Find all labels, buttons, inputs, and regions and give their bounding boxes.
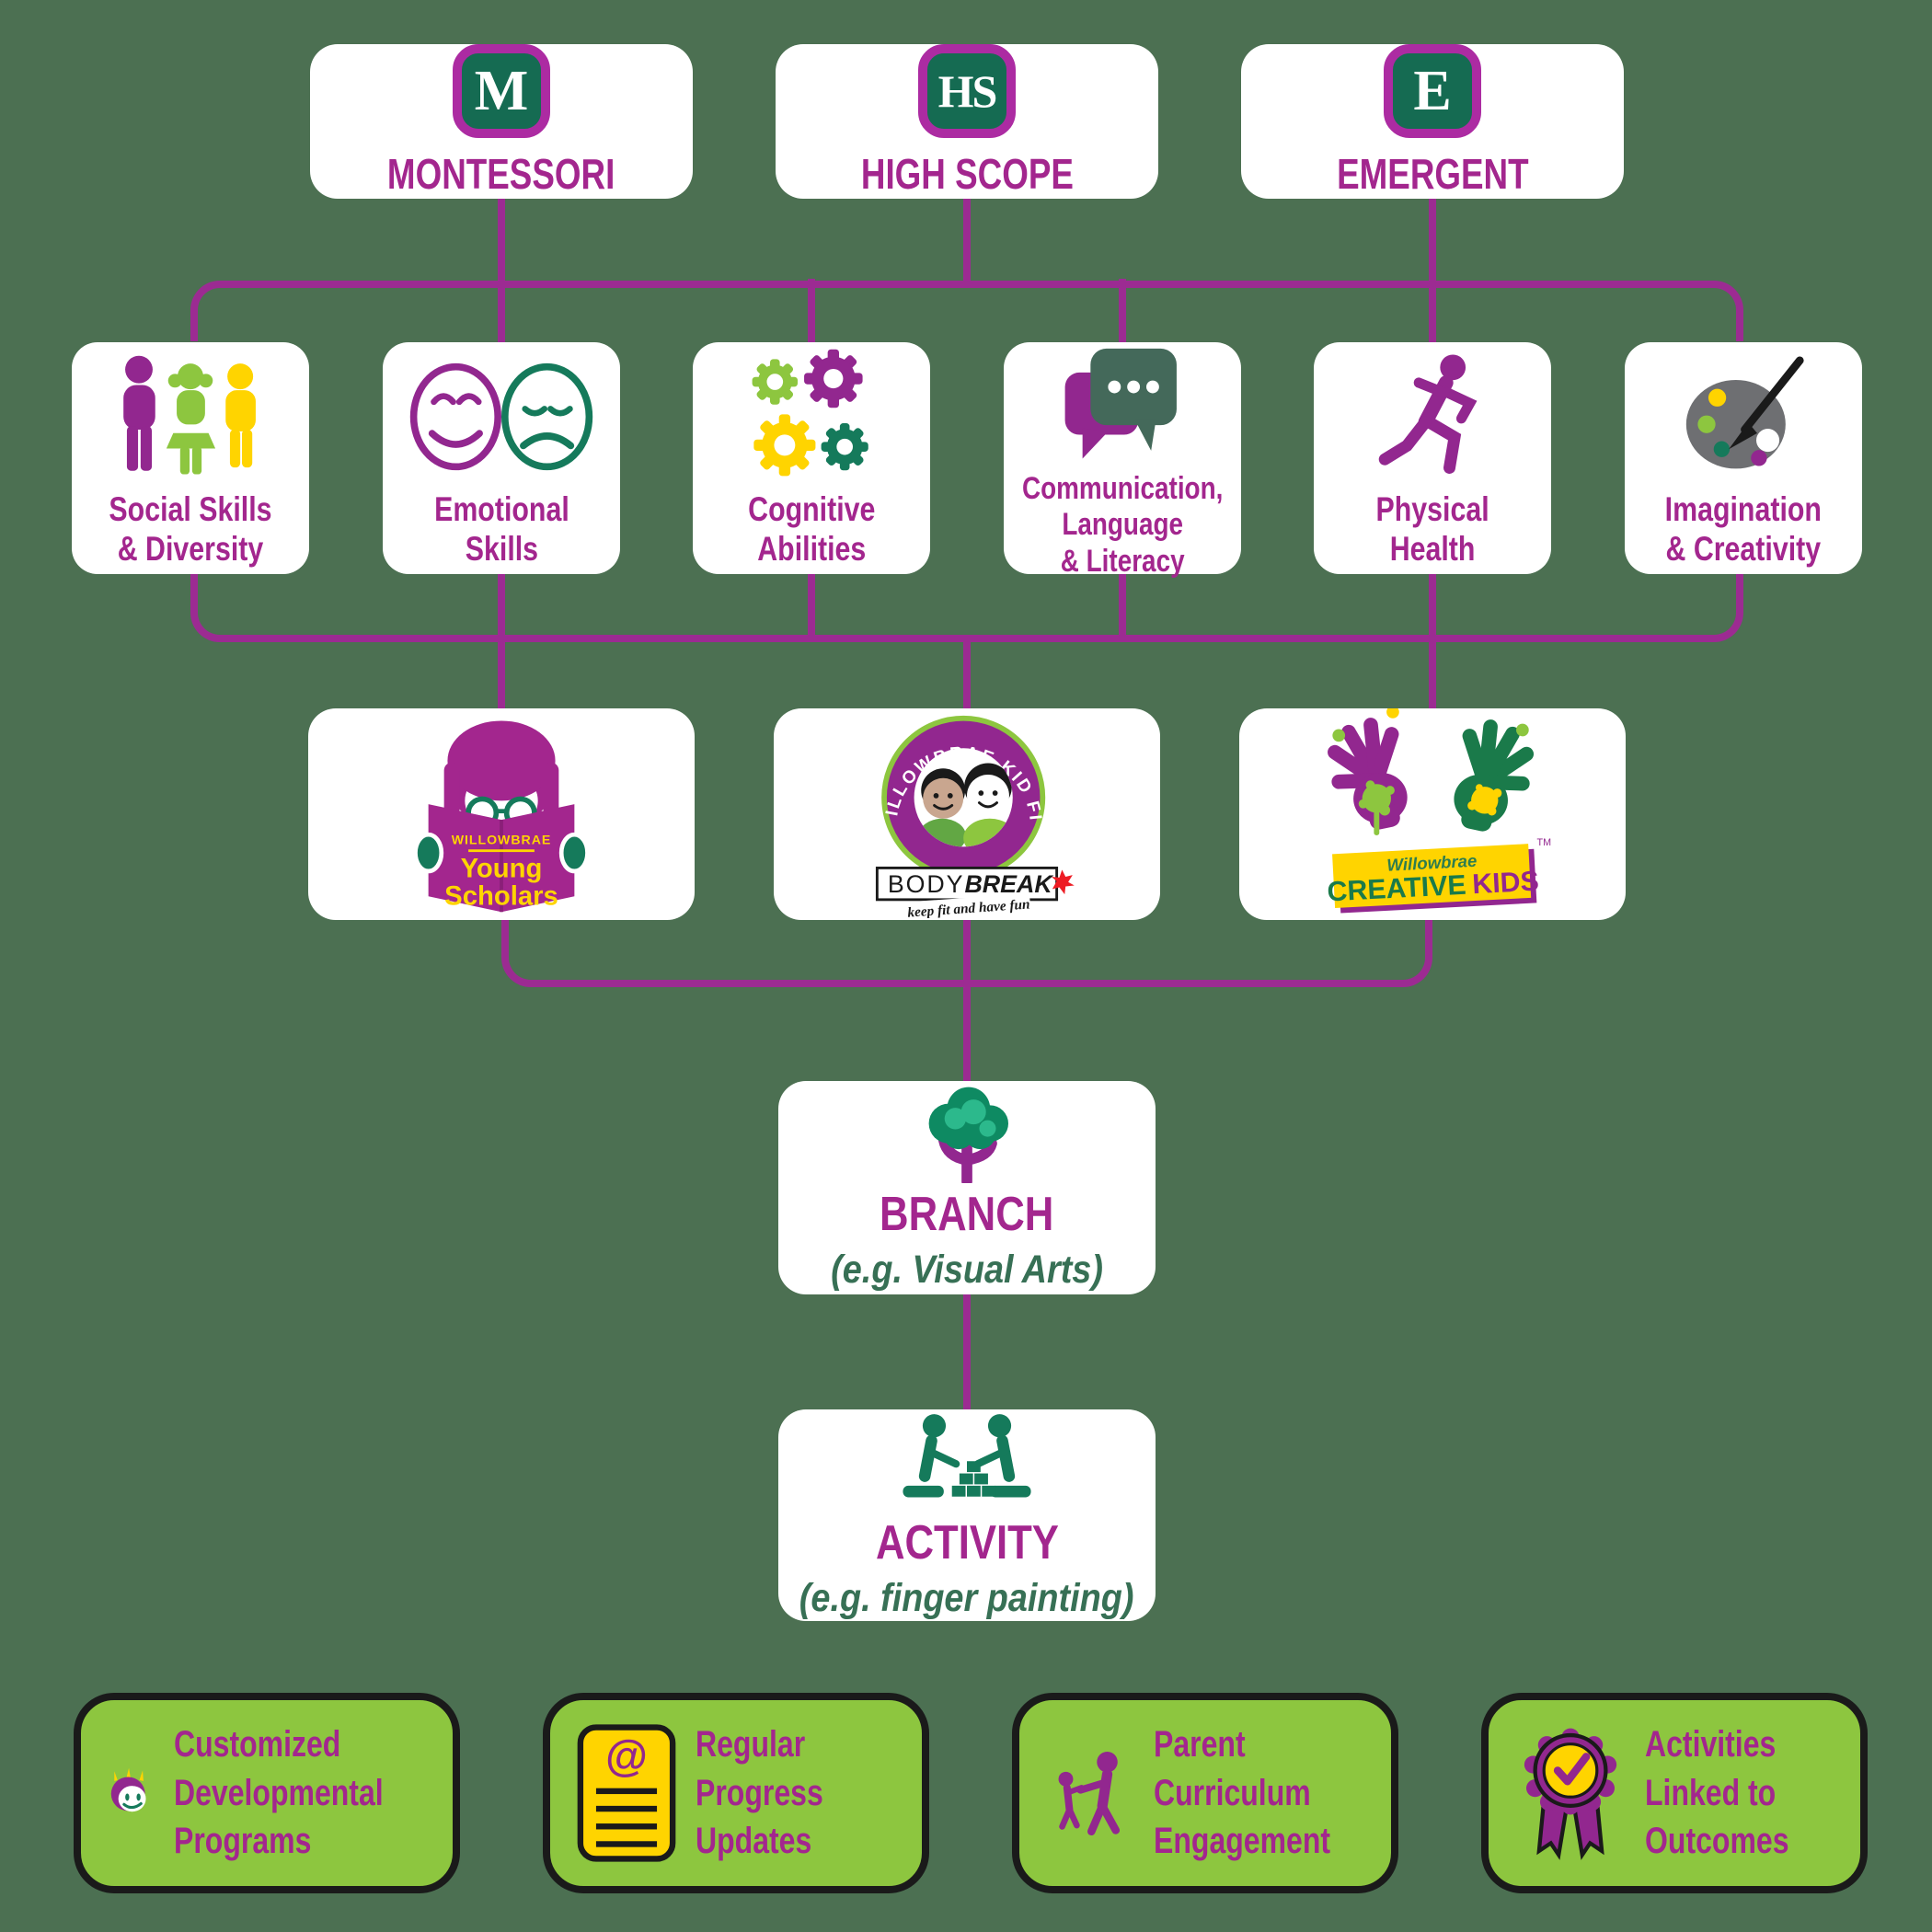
domain-box-imagination: Imagination & Creativity	[1625, 342, 1862, 574]
connector-line	[808, 279, 815, 345]
domain-label: Emotional Skills	[433, 490, 569, 568]
runner-icon	[1373, 352, 1492, 481]
faces-icon	[405, 352, 598, 481]
domain-box-social-skills: Social Skills & Diversity	[72, 342, 309, 574]
activity-example: (e.g. finger painting)	[799, 1576, 1134, 1620]
activity-title: ACTIVITY	[875, 1516, 1059, 1570]
connector-line	[808, 570, 815, 642]
children-icon	[112, 352, 269, 481]
branch-title: BRANCH	[880, 1187, 1054, 1241]
badge-letter: E	[1413, 60, 1452, 122]
domain-label: Imagination & Creativity	[1664, 490, 1823, 568]
domain-label: Social Skills & Diversity	[109, 490, 272, 568]
young-scholars-logo-art: WILLOWBRAE Young Scholars	[413, 720, 590, 913]
emergent-badge-icon: E	[1384, 44, 1481, 138]
connector-line	[1119, 570, 1126, 642]
benefit-label: Parent Curriculum Engagement	[1153, 1723, 1330, 1862]
benefit-label: Activities Linked to Outcomes	[1645, 1723, 1789, 1862]
bodybreak-title-b: BREAK	[964, 870, 1053, 898]
gears-icon	[742, 349, 880, 481]
svg-text:BODYBREAK: BODYBREAK	[888, 870, 1054, 898]
connector-bus-programs	[190, 281, 1743, 341]
program-box-emergent: E EMERGENT	[1241, 44, 1624, 199]
domain-label: Physical Health	[1375, 490, 1489, 568]
program-label: EMERGENT	[1336, 150, 1529, 198]
program-label: HIGH SCOPE	[860, 150, 1074, 198]
branch-example: (e.g. Visual Arts)	[831, 1247, 1103, 1292]
creative-kids-title-b: KIDS	[1472, 867, 1540, 901]
badge-letter: M	[474, 60, 529, 122]
connector-line	[1429, 570, 1436, 710]
palette-icon	[1677, 352, 1811, 481]
at-symbol: @	[605, 1731, 648, 1779]
trademark-text: TM	[1537, 837, 1552, 848]
benefit-box-customized-programs: Customized Developmental Programs	[74, 1693, 460, 1893]
tree-icon	[928, 1087, 1008, 1183]
young-scholars-title-2: Scholars	[444, 881, 558, 912]
connector-line	[963, 637, 971, 712]
domain-box-communication: Communication, Language & Literacy	[1004, 342, 1241, 579]
award-ribbon-icon	[1524, 1728, 1617, 1860]
progress-report-icon: @	[577, 1724, 676, 1862]
bodybreak-logo: WILLOWBRAE KID FIT BODYBREAK	[774, 708, 1160, 920]
benefit-box-outcomes: Activities Linked to Outcomes	[1481, 1693, 1868, 1893]
young-scholars-brand-text: WILLOWBRAE	[452, 834, 552, 848]
domain-box-cognitive-abilities: Cognitive Abilities	[693, 342, 930, 574]
domain-box-emotional-skills: Emotional Skills	[383, 342, 620, 574]
parent-child-icon	[1058, 1751, 1121, 1836]
montessori-badge-icon: M	[453, 44, 550, 138]
young-scholars-title-1: Young	[461, 853, 543, 883]
speech-bubbles-icon	[1058, 342, 1187, 462]
connector-bus-domains	[190, 574, 1743, 642]
connector-line	[963, 916, 971, 1084]
domain-label: Cognitive Abilities	[747, 490, 876, 568]
badge-letter: HS	[937, 65, 998, 117]
benefit-box-progress-updates: @ Regular Progress Updates	[543, 1693, 929, 1893]
connector-line	[963, 1290, 971, 1411]
connector-line	[498, 570, 505, 710]
creative-kids-brand-text: Willowbrae	[1386, 851, 1478, 875]
child-face-icon	[110, 1767, 146, 1812]
domain-label: Communication, Language & Literacy	[1021, 470, 1224, 579]
activity-box: ACTIVITY (e.g. finger painting)	[778, 1409, 1156, 1621]
connector-line	[1429, 197, 1436, 344]
high-scope-badge-icon: HS	[918, 44, 1016, 138]
connector-line	[498, 197, 505, 344]
bodybreak-title-a: BODY	[888, 870, 965, 898]
benefit-label: Customized Developmental Programs	[174, 1723, 385, 1862]
connector-line	[963, 197, 971, 287]
program-label: MONTESSORI	[387, 150, 615, 198]
benefit-label: Regular Progress Updates	[696, 1723, 823, 1862]
branch-box: BRANCH (e.g. Visual Arts)	[778, 1081, 1156, 1294]
program-box-montessori: M MONTESSORI	[310, 44, 693, 199]
program-box-high-scope: HS HIGH SCOPE	[776, 44, 1158, 199]
domain-box-physical-health: Physical Health	[1314, 342, 1551, 574]
young-scholars-logo: WILLOWBRAE Young Scholars	[308, 708, 695, 920]
creative-kids-title-a: CREATIVE	[1327, 870, 1467, 908]
bodybreak-logo-art: WILLOWBRAE KID FIT BODYBREAK	[844, 711, 1075, 918]
benefit-box-parent-engagement: Parent Curriculum Engagement	[1012, 1693, 1398, 1893]
maple-leaf-icon	[1051, 868, 1075, 894]
connector-line	[1119, 279, 1126, 345]
children-playing-icon	[903, 1414, 1031, 1498]
